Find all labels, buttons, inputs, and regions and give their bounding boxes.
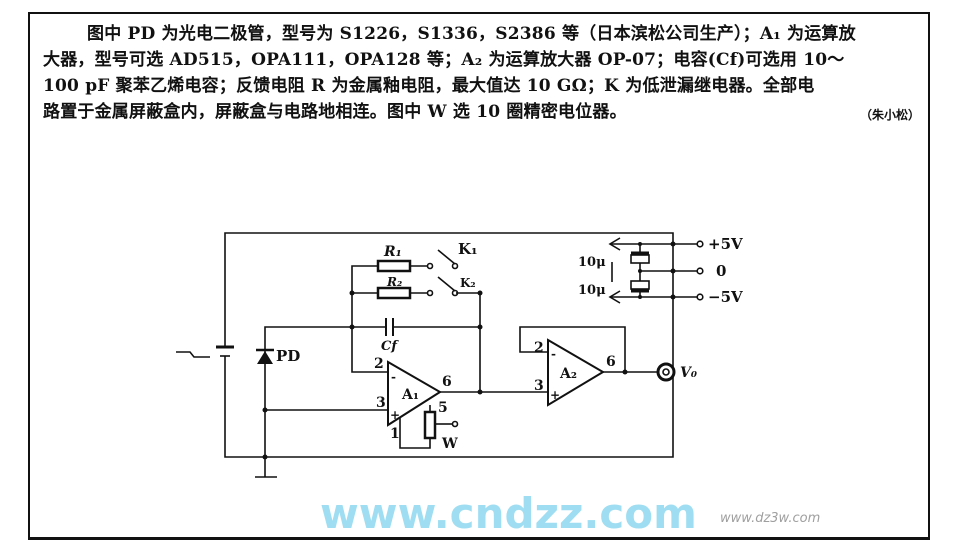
- page-border: [28, 12, 930, 540]
- text-line-2: 大器，型号可选 AD515，OPA111，OPA128 等；A₂ 为运算放大器 …: [43, 50, 845, 70]
- pin-2-a1: 2: [374, 356, 384, 372]
- label-zero: 0: [716, 262, 726, 280]
- pin-3-a1: 3: [376, 395, 386, 411]
- label-a1: A₁: [401, 387, 419, 403]
- battery-icon: [216, 345, 234, 357]
- arrow-icons: [608, 237, 621, 304]
- output-jack-icon[interactable]: [656, 362, 676, 382]
- label-pd: PD: [276, 347, 300, 365]
- label-cf: Cf: [381, 339, 399, 354]
- label-r2: R₂: [386, 275, 402, 289]
- light-arrow-icon: [176, 351, 210, 358]
- watermark-small: www.dz3w.com: [720, 511, 820, 526]
- capacitor-10u: [630, 251, 650, 293]
- relay-switch-k1: [426, 249, 459, 270]
- text-line-4: 路置于金属屏蔽盒内，屏蔽盒与电路地相连。图中 W 选 10 圈精密电位器。: [43, 102, 627, 122]
- label-cap-top: 10μ: [578, 255, 606, 270]
- a2-minus: -: [551, 347, 556, 361]
- pin-6-a2: 6: [606, 354, 616, 370]
- pin-3-a2: 3: [534, 378, 544, 394]
- label-k1: K₁: [458, 240, 478, 258]
- relay-switch-k2: [426, 276, 459, 297]
- text-line-3: 100 pF 聚苯乙烯电容；反馈电阻 R 为金属釉电阻，最大值达 10 GΩ；K…: [43, 76, 815, 96]
- power-terminals: [696, 240, 704, 301]
- label-r1: R₁: [383, 244, 402, 260]
- label-cap-bottom: 10μ: [578, 283, 606, 298]
- resistor-r2: [376, 286, 412, 300]
- label-vo: V₀: [680, 365, 697, 381]
- pin-6-a1: 6: [442, 374, 452, 390]
- label-w: W: [441, 436, 458, 452]
- author: （朱小松）: [859, 108, 920, 122]
- pot-terminal: [451, 420, 459, 428]
- capacitor-cf: [385, 318, 394, 336]
- pin-5-a1: 5: [438, 400, 448, 416]
- label-minus-5v: −5V: [708, 288, 743, 306]
- pin-2-a2: 2: [534, 340, 544, 356]
- a1-minus: -: [391, 370, 396, 384]
- junction-dots: [262, 241, 676, 460]
- pin-1-a1: 1: [390, 426, 400, 442]
- label-k2: K₂: [460, 276, 476, 290]
- text-line-1: 图中 PD 为光电二极管，型号为 S1226，S1336，S2386 等（日本滨…: [87, 24, 856, 44]
- resistor-r1: [376, 259, 412, 273]
- opamp-a2: [547, 338, 605, 407]
- wires: [224, 232, 698, 478]
- potentiometer-w: [423, 410, 437, 440]
- a1-plus: +: [390, 408, 400, 422]
- watermark: www.cndzz.com: [320, 489, 697, 538]
- label-plus-5v: +5V: [708, 235, 743, 253]
- label-a2: A₂: [559, 366, 577, 382]
- a2-plus: +: [550, 388, 560, 402]
- opamp-a1: [387, 360, 442, 427]
- photodiode-icon: [256, 348, 274, 364]
